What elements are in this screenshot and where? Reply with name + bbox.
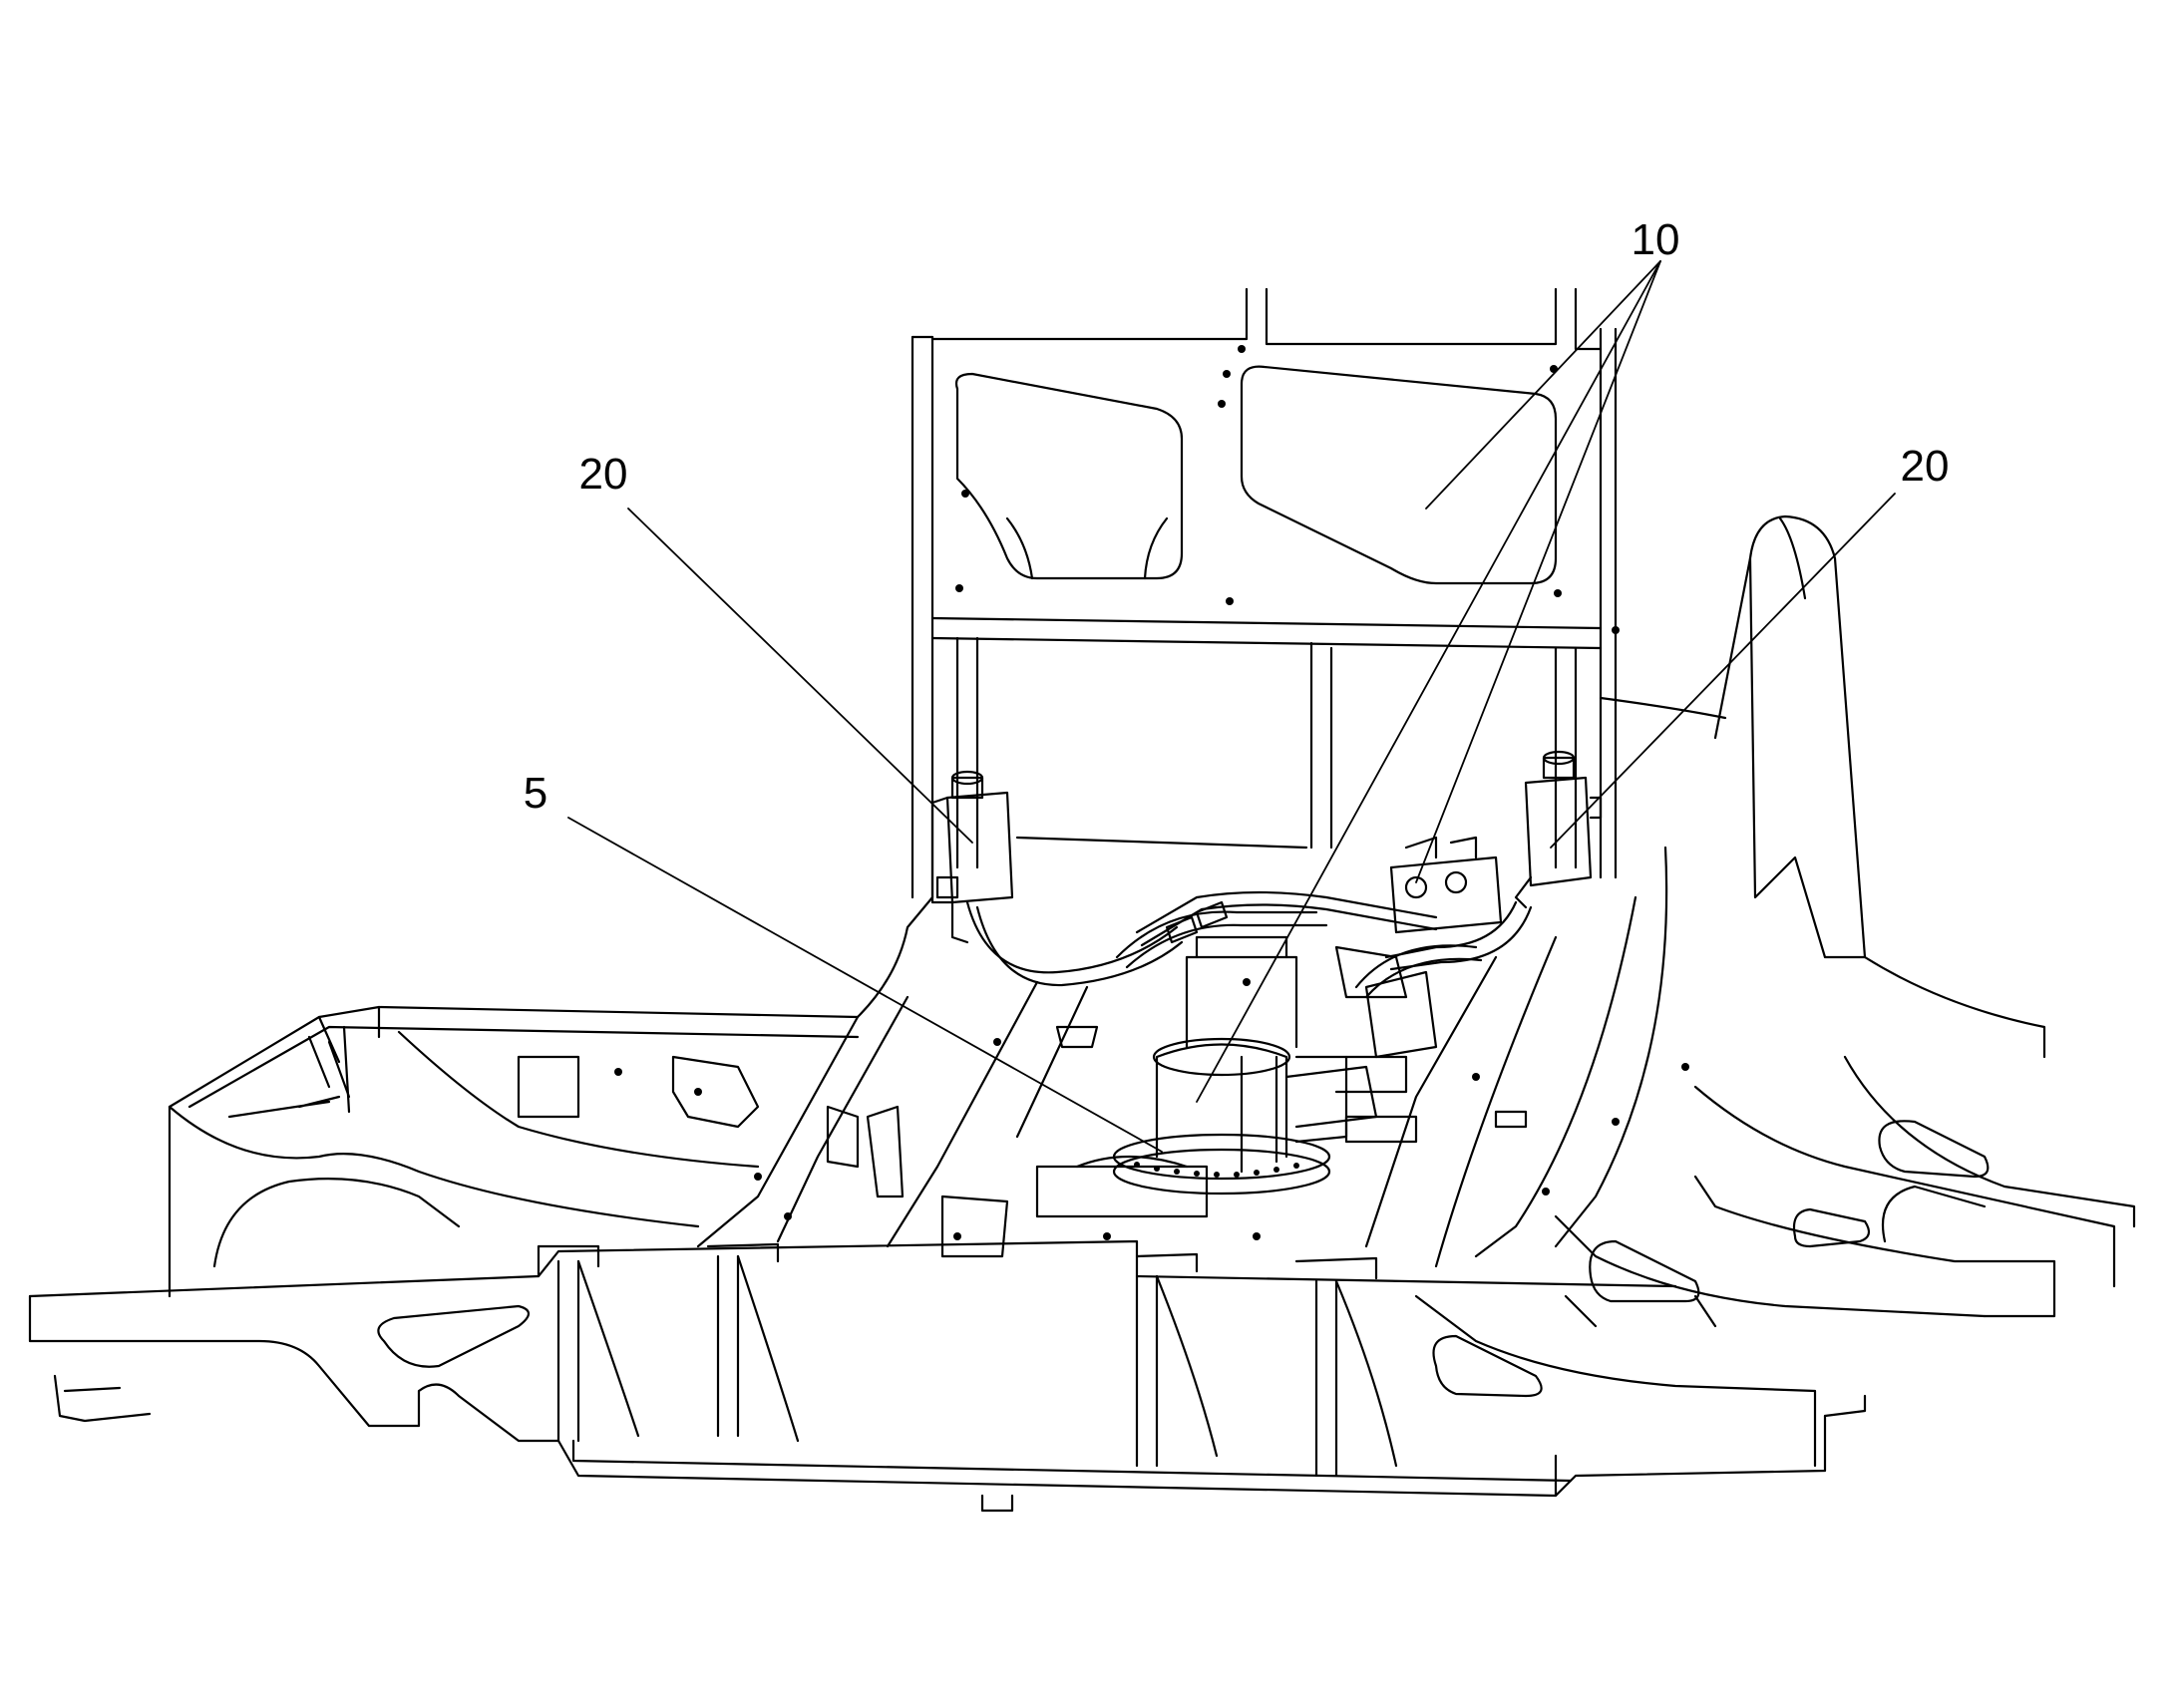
chassis-posts bbox=[537, 1242, 1398, 1478]
callout-5: 5 bbox=[524, 769, 547, 818]
cab-frame bbox=[910, 287, 1620, 899]
left-valve-block bbox=[930, 770, 1014, 944]
leader-lines bbox=[567, 260, 1896, 1153]
callout-20-left: 20 bbox=[579, 450, 628, 499]
leader-20-right bbox=[1550, 493, 1896, 849]
leader-5 bbox=[567, 817, 1163, 1153]
control-valve-pump bbox=[1334, 836, 1503, 1059]
leader-10-to-upper-hub bbox=[1425, 260, 1661, 510]
hydraulic-hoses bbox=[965, 890, 1533, 999]
right-outriggers bbox=[1414, 1055, 2136, 1468]
left-frame bbox=[168, 1005, 860, 1298]
drain-plug bbox=[980, 1494, 1014, 1513]
callout-labels: 10 20 20 5 bbox=[524, 215, 1950, 818]
callout-20-right: 20 bbox=[1901, 442, 1950, 491]
main-chassis bbox=[28, 1239, 1827, 1498]
right-arms bbox=[1599, 514, 2046, 1059]
leader-10-to-motor bbox=[1196, 260, 1661, 1103]
callout-10: 10 bbox=[1632, 215, 1680, 264]
right-valve-block bbox=[1514, 750, 1603, 909]
slew-motor-assembly bbox=[1112, 935, 1418, 1196]
center-deck bbox=[614, 846, 1689, 1268]
leader-20-left bbox=[627, 508, 973, 844]
leader-10-to-valve bbox=[1415, 260, 1661, 883]
